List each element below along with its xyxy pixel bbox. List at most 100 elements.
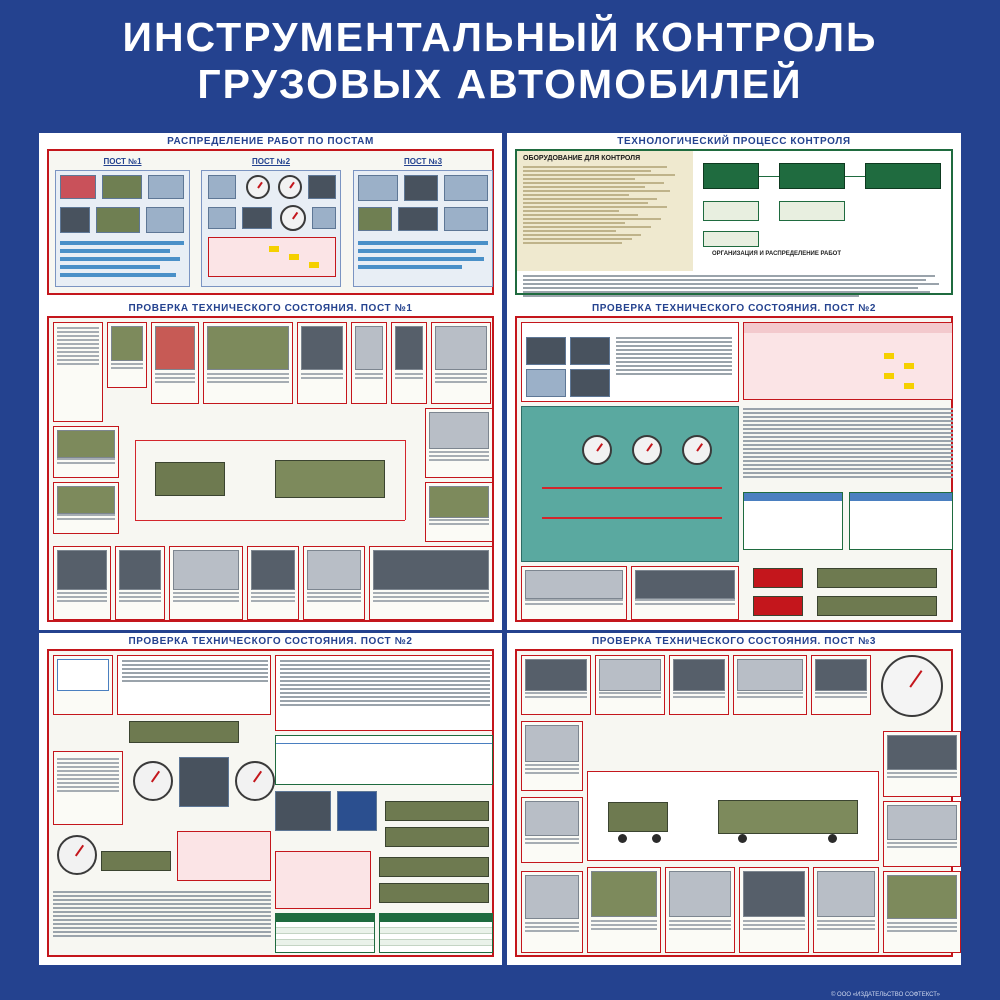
tool-photo	[242, 207, 272, 229]
brake-elements-block	[521, 322, 739, 402]
steering-photo	[404, 175, 438, 201]
graph-box	[849, 492, 953, 550]
panel-title-check-post2-upper: ПРОВЕРКА ТЕХНИЧЕСКОГО СОСТОЯНИЯ. ПОСТ №2	[591, 303, 877, 314]
truck-icon	[385, 801, 489, 821]
post-2-column: ПОСТ №2	[201, 157, 341, 287]
flow-step	[703, 231, 759, 247]
flow-step	[779, 163, 845, 189]
step-card	[151, 322, 199, 404]
wheel-photo	[60, 207, 90, 233]
manometer-icon	[235, 761, 275, 801]
graph-box	[275, 735, 493, 785]
cab-outline	[155, 462, 225, 496]
step-card	[665, 867, 735, 953]
panel-check-post2-lower: ПРОВЕРКА ТЕХНИЧЕСКОГО СОСТОЯНИЯ. ПОСТ №2	[39, 633, 502, 965]
post-2-label: ПОСТ №2	[251, 157, 291, 166]
post-1-column: ПОСТ №1	[55, 157, 190, 287]
post2-text	[53, 891, 271, 939]
truck-photo	[60, 175, 96, 199]
truck-photo	[96, 207, 140, 233]
manometer-icon	[682, 435, 712, 465]
step-card	[53, 482, 119, 534]
post3-chassis-diagram	[587, 771, 879, 861]
equipment-photo	[275, 791, 331, 831]
organization-heading: ОРГАНИЗАЦИЯ И РАСПРЕДЕЛЕНИЕ РАБОТ	[712, 251, 841, 257]
step-card	[169, 546, 243, 620]
title-line-1: ИНСТРУМЕНТАЛЬНЫЙ КОНТРОЛЬ	[122, 14, 878, 60]
truck-icon	[101, 851, 171, 871]
title-line-2: ГРУЗОВЫХ АВТОМОБИЛЕЙ	[197, 61, 803, 107]
step-card	[297, 322, 347, 404]
panel-title-check-post2-lower: ПРОВЕРКА ТЕХНИЧЕСКОГО СОСТОЯНИЯ. ПОСТ №2	[128, 636, 413, 647]
truck-icon	[753, 568, 803, 588]
step-card	[521, 566, 627, 620]
data-table	[379, 913, 493, 953]
step-card	[351, 322, 387, 404]
step-card	[813, 867, 879, 953]
step-card	[107, 322, 147, 388]
flow-step	[865, 163, 941, 189]
step-card	[431, 322, 491, 404]
step-card	[53, 322, 103, 422]
equipment-block: ОБОРУДОВАНИЕ ДЛЯ КОНТРОЛЯ	[517, 151, 693, 271]
warning-box	[177, 831, 271, 881]
equipment-heading: ОБОРУДОВАНИЕ ДЛЯ КОНТРОЛЯ	[523, 155, 641, 162]
publisher-footer: © ООО «ИЗДАТЕЛЬСТВО СОФТЕКСТ»	[830, 992, 940, 998]
flow-step	[703, 201, 759, 221]
engine-photo	[358, 175, 398, 201]
organization-text	[523, 275, 943, 299]
step-card	[883, 871, 961, 953]
step-card	[669, 655, 729, 715]
equipment-photo	[148, 175, 184, 199]
trailer-icon	[817, 568, 937, 588]
step-card	[53, 751, 123, 825]
pneumatic-system-diagram	[521, 406, 739, 562]
graph-card	[53, 655, 113, 715]
tool-photo	[208, 207, 236, 229]
step-card	[425, 408, 493, 478]
graph-box	[743, 492, 843, 550]
distribution-content: ПОСТ №1 ПОСТ №2	[47, 149, 494, 295]
pedal-photo	[179, 757, 229, 807]
chassis-diagram	[125, 410, 421, 540]
step-card	[115, 546, 165, 620]
equipment-photo	[308, 175, 336, 199]
post-3-label: ПОСТ №3	[403, 157, 443, 166]
step-card	[587, 867, 661, 953]
step-card	[203, 322, 293, 404]
step-card	[733, 655, 807, 715]
step-card	[883, 731, 961, 797]
truck-icon	[753, 596, 803, 616]
manometer-icon	[246, 175, 270, 199]
equipment-list	[523, 166, 683, 246]
step-card	[521, 797, 583, 863]
steering-wheel-icon	[881, 655, 943, 717]
step-card	[631, 566, 739, 620]
step-card	[369, 546, 493, 620]
manometer-icon	[632, 435, 662, 465]
step-card	[595, 655, 665, 715]
flow-step	[779, 201, 845, 221]
step-card	[53, 426, 119, 478]
flow-step	[703, 163, 759, 189]
step-card	[521, 655, 591, 715]
post-3-column: ПОСТ №3	[353, 157, 493, 287]
step-card	[739, 867, 809, 953]
step-card	[247, 546, 299, 620]
post-2-table	[208, 237, 336, 277]
trailer-outline	[275, 460, 385, 498]
note-box	[275, 851, 371, 909]
truck-photo	[102, 175, 142, 199]
speedometer-icon	[133, 761, 173, 801]
chassis-photo	[444, 175, 488, 201]
truck-icon	[379, 857, 489, 877]
post-2-box	[201, 170, 341, 287]
check-post2-lower-content	[47, 649, 494, 957]
data-table	[275, 913, 375, 953]
truck-icon	[385, 827, 489, 847]
check-post2-upper-content	[515, 316, 953, 622]
post-3-box	[353, 170, 493, 287]
process-content: ОБОРУДОВАНИЕ ДЛЯ КОНТРОЛЯ	[515, 149, 953, 297]
tool-photo	[312, 207, 336, 229]
part-photo	[398, 207, 438, 231]
